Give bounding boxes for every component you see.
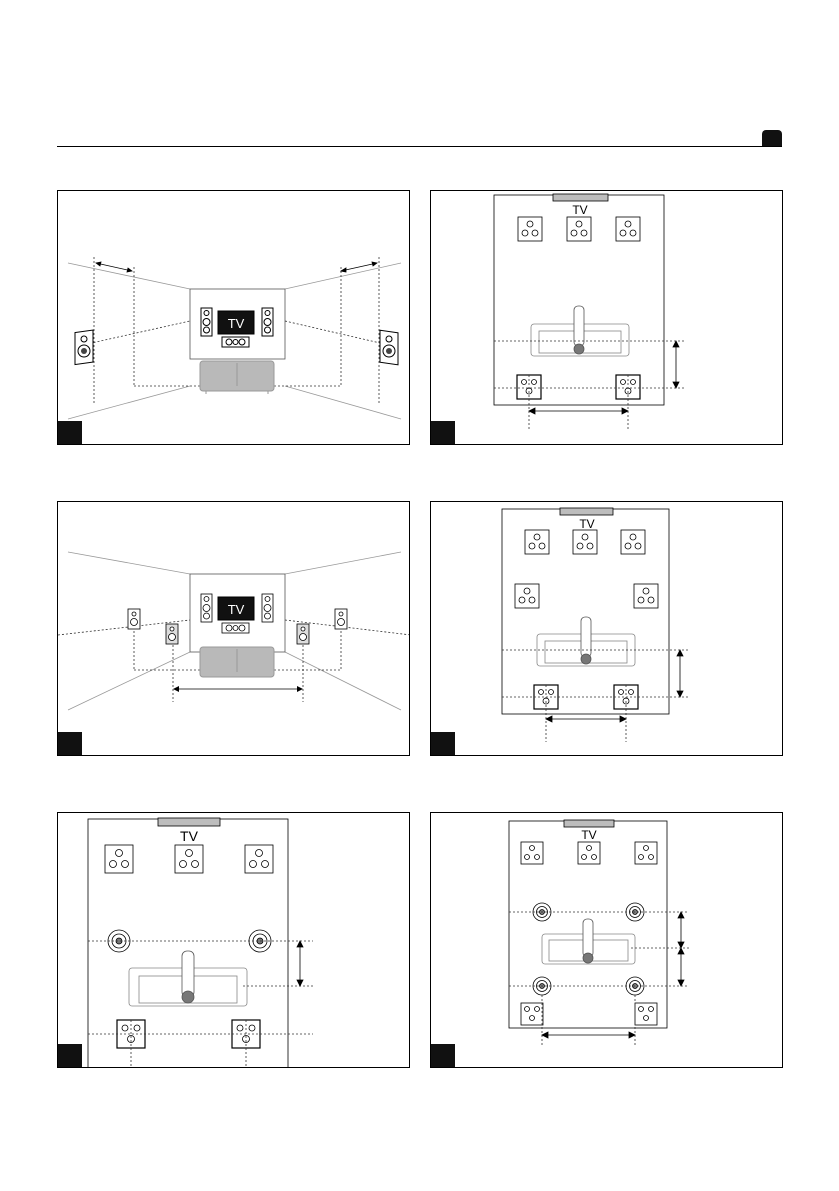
header-rule [57,146,782,147]
sofa-top-2 [531,306,629,356]
front-right-speaker [262,308,273,336]
figure-5-badge [58,1044,82,1067]
tv-bar-5 [158,818,220,826]
sofa-top-6 [542,919,635,964]
figure-2-panel: TV [430,190,783,445]
figure-4-drawing: TV [431,502,783,756]
left-surround-speaker [75,330,93,365]
sofa-1 [200,361,274,394]
figure-4-panel: TV [430,501,783,756]
tv-label-3: TV [228,602,245,617]
figure-6-drawing: TV [431,813,783,1068]
tv-label-2: TV [572,203,587,217]
tv-label-6: TV [581,828,596,842]
rear-speakers-6 [521,1003,657,1025]
tv-label-1: TV [228,316,245,331]
figure-1-badge [58,421,82,444]
figure-1-drawing: TV [58,191,410,445]
figure-6-badge [431,1044,455,1067]
figure-5-drawing: TV [58,813,410,1068]
side-speakers-4 [515,584,658,608]
center-speaker-3 [222,623,249,633]
figure-1-panel: TV [57,190,410,445]
tv-bar-2 [553,194,608,201]
front-speakers-6 [521,842,657,864]
rear-speakers-2 [517,375,640,399]
figure-2-badge [431,421,455,444]
figure-3-panel: TV [57,501,410,756]
front-speakers-4 [525,530,645,554]
front-left-speaker [201,308,212,336]
center-speaker-1 [222,337,249,347]
tv-label-4: TV [579,517,594,531]
front-speakers-5 [105,845,273,873]
figure-6-panel: TV [430,812,783,1068]
right-surround-speaker [380,330,398,365]
front-speakers-2 [518,217,640,241]
tv-bar-4 [560,508,613,515]
sofa-top-5 [129,951,247,1006]
figure-3-badge [58,732,82,755]
figure-5-panel: TV [57,812,410,1068]
section-tab [762,130,782,146]
figure-3-drawing: TV [58,502,410,756]
figure-2-drawing: TV [431,191,783,445]
tv-label-5: TV [180,828,199,844]
sofa-3 [200,647,274,677]
figure-4-badge [431,732,455,755]
tv-bar-6 [564,820,614,827]
sofa-top-4 [537,617,635,666]
